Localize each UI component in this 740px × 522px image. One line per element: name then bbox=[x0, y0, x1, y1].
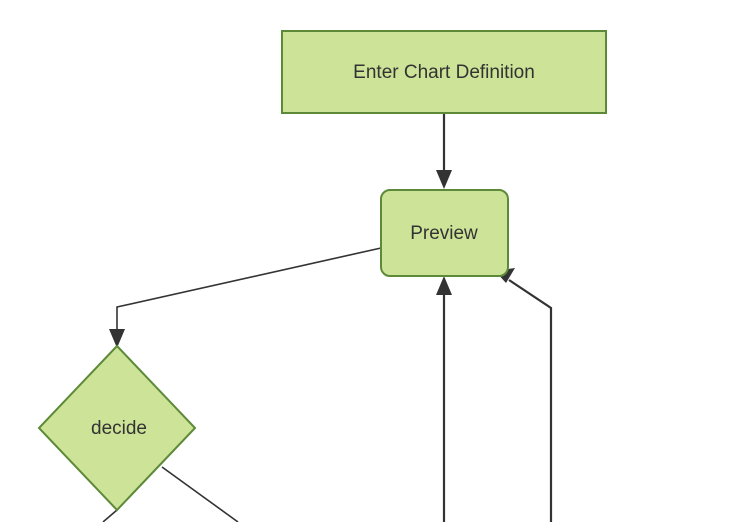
edge-enter-to-preview-arrowhead bbox=[436, 170, 452, 189]
node-enter-chart-definition[interactable]: Enter Chart Definition bbox=[281, 30, 607, 114]
node-enter-chart-definition-shape bbox=[281, 30, 607, 114]
node-decide-shape bbox=[37, 344, 197, 512]
node-decide[interactable]: decide bbox=[37, 344, 197, 512]
edge-preview-to-decide-arrowhead bbox=[109, 329, 125, 348]
edge-bottom-vertical-to-preview-arrowhead bbox=[436, 276, 452, 295]
node-preview-label: Preview bbox=[410, 223, 478, 244]
edge-decide-right-out[interactable] bbox=[161, 466, 239, 522]
node-enter-chart-definition-label: Enter Chart Definition bbox=[353, 62, 535, 83]
edge-enter-to-preview[interactable] bbox=[436, 113, 452, 189]
node-decide-label: decide bbox=[91, 418, 147, 439]
edge-bottom-right-to-preview-line bbox=[508, 279, 553, 522]
edge-bottom-vertical-to-preview[interactable] bbox=[436, 276, 452, 522]
edge-preview-to-decide[interactable] bbox=[109, 247, 382, 348]
edge-layer bbox=[102, 113, 553, 522]
edge-bottom-right-to-preview[interactable] bbox=[495, 268, 553, 522]
edge-decide-bottom-out[interactable] bbox=[102, 509, 118, 522]
edge-decide-right-out-line bbox=[161, 466, 239, 522]
node-layer: Enter Chart Definition Preview decide bbox=[37, 30, 607, 512]
node-preview[interactable]: Preview bbox=[380, 189, 509, 277]
edge-preview-to-decide-line bbox=[116, 247, 382, 333]
edge-decide-bottom-out-line bbox=[102, 509, 118, 522]
node-preview-shape bbox=[380, 189, 509, 277]
